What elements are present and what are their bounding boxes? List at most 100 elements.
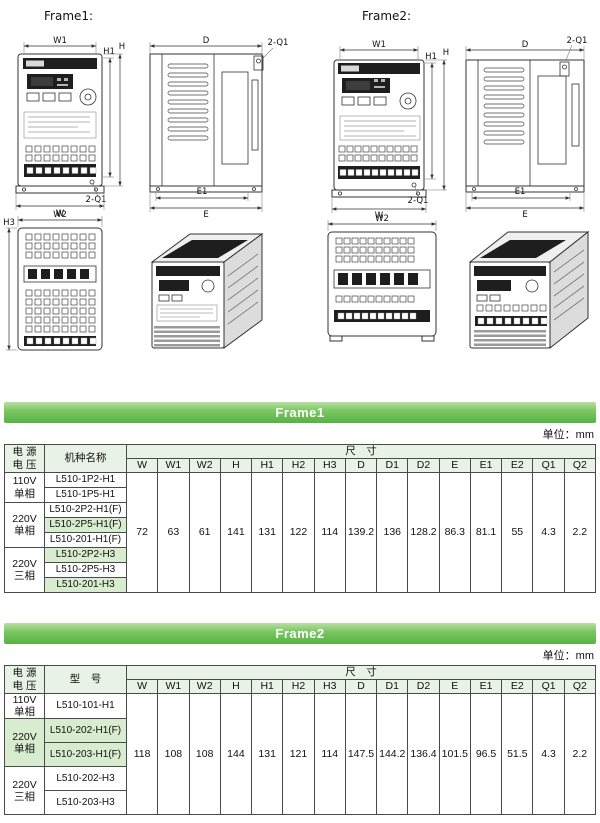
model-cell: L510-1P5-H1 [44, 487, 127, 503]
dim-value-cell: 121 [282, 692, 315, 816]
frame1-section: Frame1 单位：mm 电 源 电 压 机种名称 尺 寸 W W1 W2 H … [4, 402, 597, 593]
dim-label-w2: W2 [375, 214, 389, 224]
dim-label-e: E [522, 210, 527, 220]
dim-header-cell: H3 [313, 679, 346, 694]
dim-value-cell: 131 [251, 692, 284, 816]
dim-header-cell: H2 [282, 679, 315, 694]
table-row: L510-203-H3 [5, 790, 596, 816]
frame2-side-view: D 2-Q1 E1 E [465, 36, 588, 220]
dim-label-h3: H3 [3, 218, 15, 228]
dim-label-q1: 2-Q1 [86, 195, 107, 205]
dim-value-cell: 4.3 [532, 472, 565, 593]
voltage-cell: 220V 三相 [4, 547, 45, 593]
dim-value-cell: 122 [282, 472, 315, 593]
dim-header-cell: W2 [188, 679, 221, 694]
dim-label-e: E [203, 210, 208, 220]
dim-header-cell: Q1 [532, 679, 565, 694]
dim-label-e1: E1 [197, 187, 208, 197]
model-cell: L510-2P5-H1(F) [44, 517, 127, 533]
dim-header-cell: W2 [188, 458, 221, 473]
dim-label-e1: E1 [515, 187, 526, 197]
model-cell: L510-2P2-H3 [44, 547, 127, 563]
table-row: 220V 三相 L510-202-H3 [4, 766, 596, 816]
dim-label-q1: 2-Q1 [408, 196, 429, 206]
dimensions-group-header: 尺 寸 [126, 444, 596, 459]
frame2-3d-view [468, 230, 590, 350]
dim-value-cell: 114 [313, 692, 346, 816]
model-cell: L510-2P5-H3 [44, 562, 127, 578]
frame1-dimension-table: 电 源 电 压 机种名称 尺 寸 W W1 W2 H H1 H2 H3 D D1… [4, 444, 597, 593]
dim-value-cell: 131 [251, 472, 284, 593]
unit-label-frame1: 单位：mm [542, 429, 594, 441]
dim-header-cell: W [125, 679, 159, 694]
dim-value-cell: 72 [125, 472, 159, 593]
dim-header-cell: D2 [407, 458, 440, 473]
dim-value-cell: 128.2 [407, 472, 440, 593]
dim-label-h: H [119, 42, 125, 52]
dim-header-cell: E2 [501, 458, 534, 473]
dim-header-cell: H3 [313, 458, 346, 473]
dim-value-cell: 61 [188, 472, 221, 593]
frame1-side-view: D 2-Q1 E1 E [149, 36, 288, 220]
dim-label-w: W [375, 211, 384, 221]
model-cell: L510-203-H1(F) [44, 742, 127, 768]
table-row: L510-203-H1(F) [5, 742, 596, 768]
frame1-bottom-view: W2 H3 [3, 210, 103, 351]
frame1-title-bar: Frame1 [4, 402, 596, 423]
dim-header-cell: D1 [376, 679, 409, 694]
model-cell: L510-1P2-H1 [44, 472, 127, 488]
table-row: 220V 三相 L510-2P2-H3 [4, 547, 596, 593]
frame2-dimension-table: 电 源 电 压 型 号 尺 寸 W W1 W2 H H1 H2 H3 D D1 … [4, 665, 597, 816]
dim-label-w1: W1 [53, 36, 67, 46]
dim-header-cell: D2 [407, 679, 440, 694]
dim-value-cell: 96.5 [469, 692, 503, 816]
dim-label-h1: H1 [103, 47, 115, 57]
dim-value-cell: 55 [501, 472, 534, 593]
dim-header-cell: D [344, 679, 378, 694]
dim-label-q1: 2-Q1 [567, 36, 588, 46]
dim-header-cell: E [438, 679, 471, 694]
technical-drawings: Frame1: W1 2-Q1 W [3, 9, 590, 351]
dim-value-cell: 81.1 [469, 472, 503, 593]
dim-value-cell: 63 [157, 472, 190, 593]
dim-value-cell: 114 [313, 472, 346, 593]
dim-header-cell: D1 [376, 458, 409, 473]
model-cell: L510-203-H3 [44, 790, 127, 816]
frame2-drawing-label: Frame2: [362, 9, 411, 23]
model-column-header: 机种名称 [44, 444, 127, 473]
dim-header-cell: E1 [469, 679, 503, 694]
dim-label-w1: W1 [372, 40, 386, 50]
frame2-title: Frame2 [275, 626, 325, 641]
dim-header-cell: E [438, 458, 471, 473]
dim-label-d: D [522, 40, 529, 50]
unit-label-frame2: 单位：mm [542, 650, 594, 662]
dim-value-cell: 86.3 [438, 472, 471, 593]
model-cell: L510-201-H1(F) [44, 532, 127, 548]
model-cell: L510-2P2-H1(F) [44, 502, 127, 518]
dim-header-cell: E2 [501, 679, 534, 694]
dim-value-cell: 2.2 [563, 472, 597, 593]
dim-label-h: H [443, 48, 449, 58]
frame2-front-view: Frame2: W1 2-Q1 W [331, 9, 449, 221]
frame2-section: Frame2 单位：mm 电 源 电 压 型 号 尺 寸 W W1 W2 H H… [4, 623, 597, 816]
voltage-cell: 220V 单相 [4, 502, 45, 548]
dim-header-cell: H1 [251, 679, 284, 694]
dim-header-cell: D [344, 458, 378, 473]
dim-header-cell: H [219, 458, 253, 473]
dim-value-cell: 51.5 [501, 692, 534, 816]
dim-value-cell: 144.2 [376, 692, 409, 816]
dim-header-cell: W1 [157, 679, 190, 694]
frame1-3d-view [150, 233, 264, 349]
dim-label-d: D [203, 36, 210, 46]
dim-label-w: W [56, 209, 65, 219]
dim-value-cell: 118 [125, 692, 159, 816]
dim-value-cell: 2.2 [563, 692, 597, 816]
dim-value-cell: 4.3 [532, 692, 565, 816]
voltage-cell: 110V 单相 [4, 472, 45, 503]
voltage-column-header: 电 源 电 压 [4, 444, 45, 473]
dim-label-h1: H1 [425, 52, 437, 62]
table-row: 220V 单相 L510-2P2-H1(F) [4, 502, 596, 548]
table-row: 110V 单相 L510-1P2-H1 72 63 61 141 131 122… [4, 472, 597, 593]
dim-value-cell: 108 [188, 692, 221, 816]
